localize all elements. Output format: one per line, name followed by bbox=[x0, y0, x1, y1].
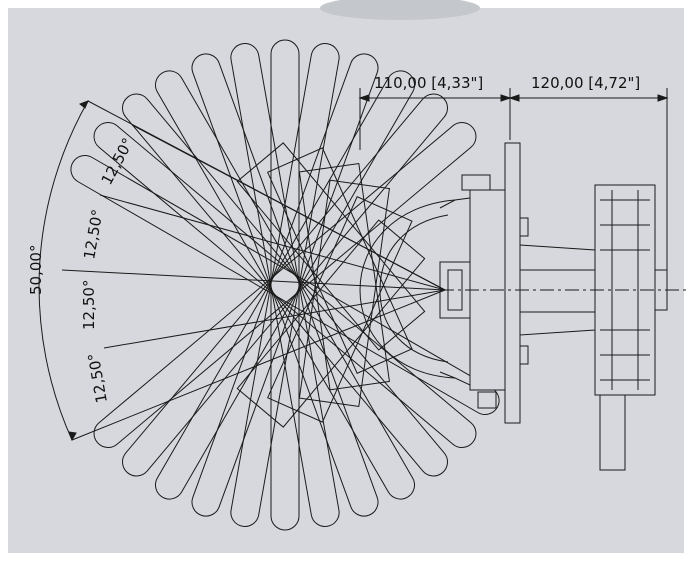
motor-ribs bbox=[600, 190, 650, 390]
dim-arrow-2b bbox=[657, 94, 669, 102]
spray-rays bbox=[61, 100, 446, 441]
angle-sector-3-label: 12,50° bbox=[80, 280, 98, 330]
angle-arrow-bottom bbox=[68, 431, 77, 442]
dimension-120-label: 120,00 [4,72"] bbox=[531, 74, 640, 92]
cable-conduit bbox=[599, 394, 626, 471]
angle-dimension bbox=[38, 100, 89, 442]
blade-fan bbox=[70, 39, 500, 531]
blade-plate bbox=[298, 179, 390, 408]
horizontal-dimensions bbox=[358, 88, 669, 270]
bolt-top bbox=[461, 174, 491, 191]
blade-plate bbox=[298, 162, 390, 391]
spray-ray bbox=[61, 269, 446, 291]
spray-ray bbox=[99, 194, 446, 291]
flange-bolt-top bbox=[519, 217, 529, 237]
bolt-bottom bbox=[477, 391, 497, 409]
blade-plate bbox=[236, 142, 426, 351]
dim-arrow-2a bbox=[508, 94, 520, 102]
flange-plate bbox=[504, 142, 521, 424]
blade-plate bbox=[236, 219, 426, 428]
flange-bolt-bottom bbox=[519, 345, 529, 365]
top-highlight bbox=[320, 0, 480, 20]
spray-ray bbox=[131, 124, 446, 291]
dimension-110-label: 110,00 [4,33"] bbox=[374, 74, 483, 92]
dim-arrow-1a bbox=[358, 94, 370, 102]
housing-detail bbox=[439, 261, 471, 319]
cup-inner bbox=[379, 214, 449, 363]
spray-ray bbox=[103, 289, 446, 349]
angle-arrow-top bbox=[79, 100, 89, 109]
angle-arc bbox=[38, 100, 89, 441]
spray-ray bbox=[71, 289, 446, 441]
blade-outline bbox=[93, 122, 477, 448]
dim-arrow-1b bbox=[500, 94, 512, 102]
drawing-background bbox=[8, 8, 684, 553]
angle-total-label: 50,00° bbox=[27, 245, 45, 295]
cup-outer bbox=[359, 199, 456, 379]
